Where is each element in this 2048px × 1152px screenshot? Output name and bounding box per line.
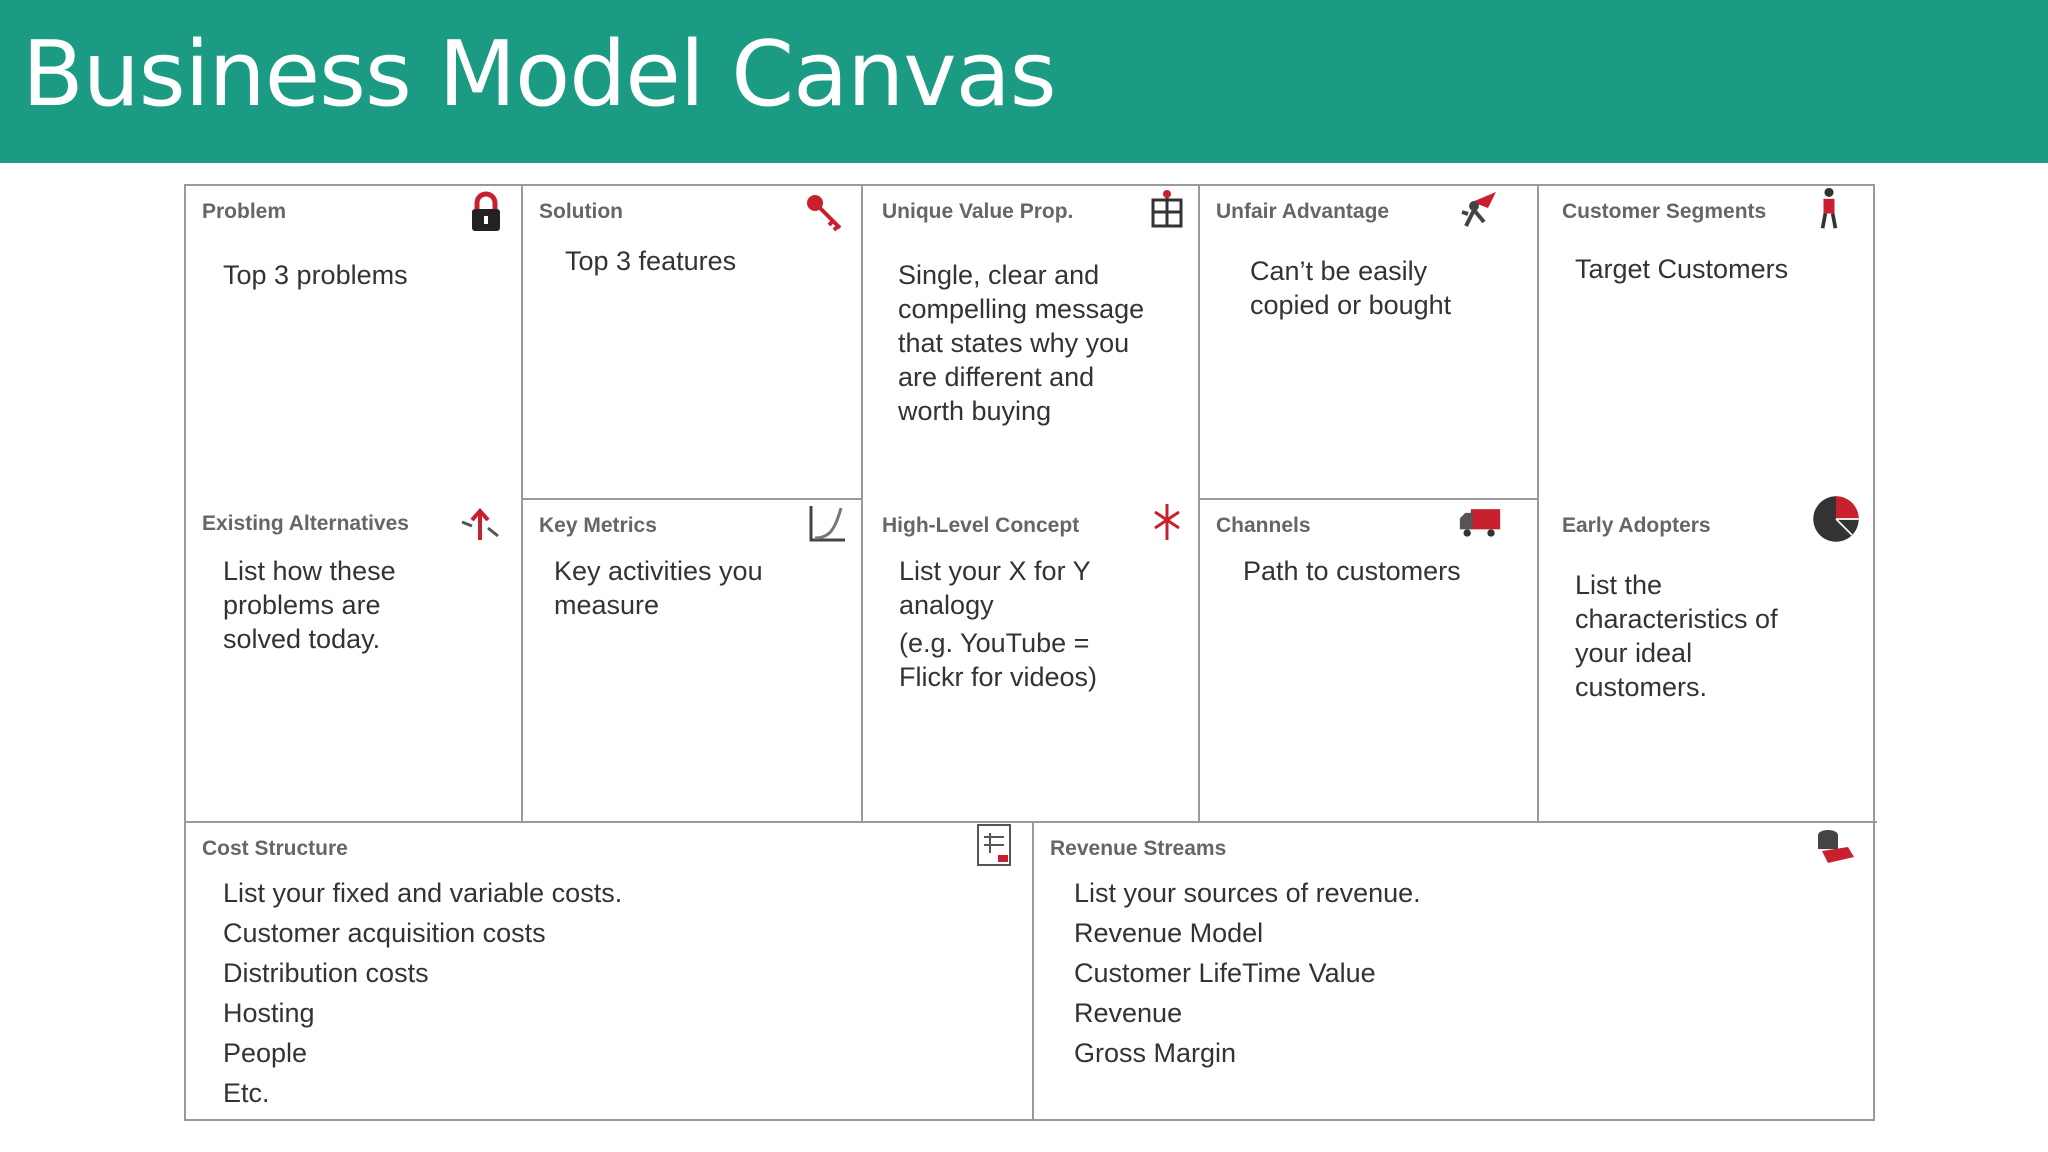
cell-text-example: (e.g. YouTube = Flickr for videos) bbox=[899, 628, 1098, 692]
key-icon bbox=[807, 195, 842, 232]
cell-label: Channels bbox=[1216, 514, 1311, 537]
cell-unfair-advantage: Unfair Advantage Can’t be easily copied … bbox=[1200, 186, 1539, 500]
cell-customer-segments: Customer Segments Target Customers bbox=[1539, 186, 1877, 500]
cell-existing-alternatives: Existing Alternatives List how these pro… bbox=[186, 498, 523, 821]
cell-text: Key activities you measure bbox=[554, 556, 763, 620]
cost-line: Etc. bbox=[223, 1078, 270, 1108]
cost-lines: List your fixed and variable costs. Cust… bbox=[223, 873, 622, 1113]
cell-text: List your X for Y analogy bbox=[899, 556, 1091, 620]
cost-line: List your fixed and variable costs. bbox=[223, 878, 623, 908]
cost-line: Distribution costs bbox=[223, 958, 429, 988]
padlock-icon bbox=[472, 191, 500, 231]
revenue-line: List your sources of revenue. bbox=[1074, 878, 1421, 908]
cell-label: Unique Value Prop. bbox=[882, 200, 1074, 223]
cell-text: Single, clear and compelling message tha… bbox=[898, 260, 1145, 426]
cell-problem: Problem Top 3 problems bbox=[186, 186, 523, 498]
cell-cost-structure: Cost Structure List your fixed and varia… bbox=[186, 821, 1034, 1121]
cell-text: List the characteristics of your ideal c… bbox=[1575, 570, 1778, 702]
cell-label: Unfair Advantage bbox=[1216, 200, 1390, 223]
hero-icon bbox=[1461, 192, 1496, 227]
revenue-lines: List your sources of revenue. Revenue Mo… bbox=[1074, 873, 1421, 1073]
truck-icon bbox=[1459, 509, 1501, 537]
spark-icon bbox=[1154, 504, 1180, 540]
revenue-line: Revenue bbox=[1074, 998, 1183, 1028]
arrows-icon bbox=[461, 507, 499, 540]
cell-label: Customer Segments bbox=[1562, 200, 1767, 223]
revenue-line: Revenue Model bbox=[1074, 918, 1264, 948]
cell-channels: Channels Path to customers bbox=[1200, 500, 1539, 821]
cell-key-metrics: Key Metrics Key activities you measure bbox=[523, 500, 863, 821]
cell-unique-value-prop: Unique Value Prop. Single, clear and com… bbox=[863, 186, 1200, 500]
gift-icon bbox=[1151, 190, 1183, 228]
cell-text: Path to customers bbox=[1243, 556, 1461, 586]
cell-text: Top 3 problems bbox=[223, 260, 408, 290]
revenue-line: Gross Margin bbox=[1074, 1038, 1237, 1068]
cell-label: Solution bbox=[539, 200, 623, 223]
cell-label: Problem bbox=[202, 200, 287, 223]
cell-text: Top 3 features bbox=[565, 246, 737, 276]
revenue-line: Customer LifeTime Value bbox=[1074, 958, 1376, 988]
person-icon bbox=[1820, 187, 1838, 229]
header-bar: Business Model Canvas bbox=[0, 0, 2048, 163]
cell-solution: Solution Top 3 features bbox=[523, 186, 863, 500]
cell-text: Can’t be easily copied or bought bbox=[1250, 256, 1452, 320]
page-title: Business Model Canvas bbox=[22, 22, 1057, 127]
cell-high-level-concept: High-Level Concept List your X for Y ana… bbox=[863, 500, 1200, 821]
money-icon bbox=[1818, 830, 1854, 863]
cost-line: Customer acquisition costs bbox=[223, 918, 546, 948]
cell-label: Key Metrics bbox=[539, 514, 657, 537]
cell-label: Revenue Streams bbox=[1050, 837, 1227, 860]
chart-icon bbox=[809, 506, 845, 542]
cell-revenue-streams: Revenue Streams List your sources of rev… bbox=[1034, 821, 1877, 1121]
pie-icon bbox=[1813, 496, 1859, 542]
cell-text: List how these problems are solved today… bbox=[223, 556, 396, 654]
cell-label: Early Adopters bbox=[1562, 514, 1711, 537]
calculator-icon bbox=[977, 824, 1011, 866]
cell-label: Existing Alternatives bbox=[202, 512, 409, 535]
cost-line: Hosting bbox=[223, 998, 315, 1028]
business-model-canvas: Problem Top 3 problems Existing Alternat… bbox=[184, 184, 1877, 1121]
cell-label: Cost Structure bbox=[202, 837, 348, 860]
cell-early-adopters: Early Adopters List the characteristics … bbox=[1539, 496, 1877, 821]
cost-line: People bbox=[223, 1038, 308, 1068]
cell-label: High-Level Concept bbox=[882, 514, 1080, 537]
cell-text: Target Customers bbox=[1575, 254, 1789, 284]
